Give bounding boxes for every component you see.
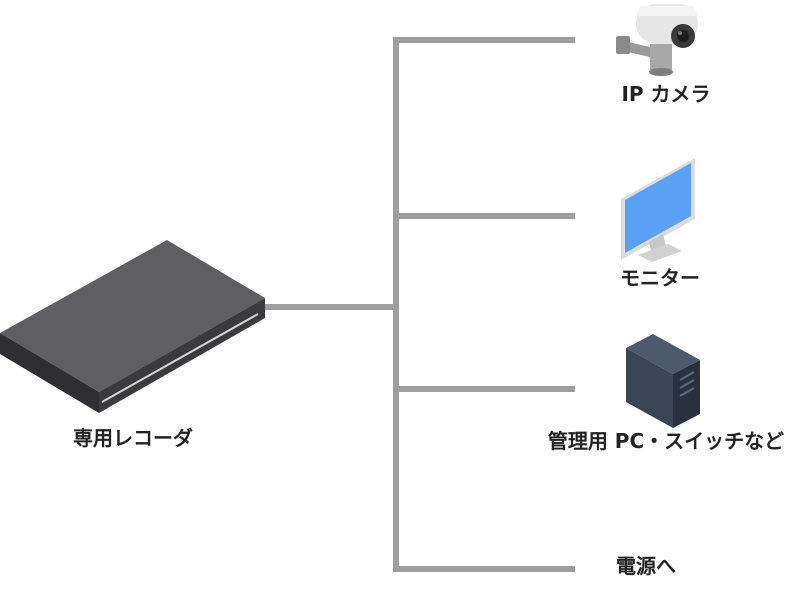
monitor-icon: [621, 158, 695, 262]
pc-tower-icon: [626, 334, 700, 428]
ip-camera-icon: [616, 4, 698, 76]
recorder-label: 専用レコーダ: [73, 426, 193, 450]
pc-switch-label: 管理用 PC・スイッチなど: [547, 429, 785, 453]
recorder-device-icon: [0, 240, 265, 413]
monitor-label: モニター: [620, 266, 700, 290]
connection-lines: [265, 37, 575, 572]
power-label: 電源へ: [616, 554, 676, 578]
ip-camera-label: IP カメラ: [621, 82, 711, 106]
